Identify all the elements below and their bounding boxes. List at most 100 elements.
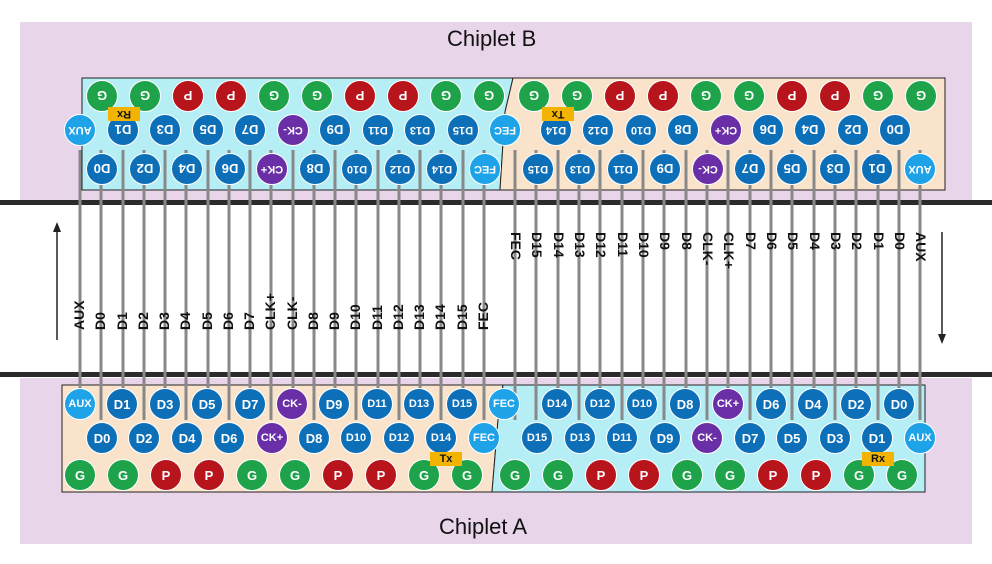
pin-d3: D3 [149,388,181,420]
pin-d0: D0 [879,114,911,146]
pin-d15: D15 [522,153,554,185]
wire-label-d8: D8 [679,232,695,250]
pin-aux: AUX [64,114,96,146]
pin-g: G [671,459,703,491]
up-arrow-head [53,222,61,232]
pin-d7: D7 [734,153,766,185]
pin-d12: D12 [384,153,416,185]
pin-d0: D0 [883,388,915,420]
wire-label-d11: D11 [369,305,385,330]
pin-d5: D5 [776,153,808,185]
wire-label-d15: D15 [454,304,470,330]
pin-g: G [733,80,765,112]
pin-d15: D15 [447,114,479,146]
pin-d0: D0 [86,153,118,185]
pin-g: G [905,80,937,112]
wire-label-d14: D14 [551,232,567,258]
wire-label-d7: D7 [743,232,759,250]
pin-p: P [604,80,636,112]
pin-d10: D10 [626,388,658,420]
pin-d4: D4 [171,422,203,454]
wire-label-d1: D1 [871,232,887,250]
pin-p: P [387,80,419,112]
pin-fec: FEC [469,153,501,185]
pin-d2: D2 [128,422,160,454]
pin-d12: D12 [582,114,614,146]
pin-p: P [757,459,789,491]
pin-d13: D13 [404,114,436,146]
pin-d11: D11 [606,422,638,454]
wire-label-d12: D12 [390,304,406,330]
pin-d2: D2 [840,388,872,420]
pin-d1: D1 [106,388,138,420]
wire-label-d10: D10 [636,232,652,258]
pin-g: G [430,80,462,112]
pin-ck-minus: CK- [692,153,724,185]
wire-label-d9: D9 [326,312,342,330]
pin-d12: D12 [584,388,616,420]
pin-d8: D8 [669,388,701,420]
wire-label-d0: D0 [92,312,108,330]
pin-g: G [473,80,505,112]
wire-label-d2: D2 [135,312,151,330]
pin-d2: D2 [837,114,869,146]
wire-label-d12: D12 [593,232,609,258]
wire-label-d5: D5 [785,232,801,250]
wire-label-d5: D5 [199,312,215,330]
pin-d5: D5 [192,114,224,146]
wire-label-d2: D2 [849,232,865,250]
pin-fec: FEC [468,422,500,454]
pin-d9: D9 [649,153,681,185]
pin-p: P [172,80,204,112]
pin-d1: D1 [861,153,893,185]
pin-d11: D11 [361,388,393,420]
pin-d6: D6 [755,388,787,420]
wire-label-d13: D13 [572,232,588,258]
wire-label-fec: FEC [508,232,524,260]
pin-aux: AUX [904,153,936,185]
pin-p: P [585,459,617,491]
wire-label-d8: D8 [305,312,321,330]
pin-ck-minus: CK- [276,388,308,420]
pin-d5: D5 [776,422,808,454]
wire-label-d11: D11 [615,232,631,257]
pin-p: P [628,459,660,491]
wire-label-clk-plus: CLK+ [721,232,737,269]
pin-d4: D4 [797,388,829,420]
pin-d1: D1 [861,422,893,454]
pin-d6: D6 [213,422,245,454]
pin-d10: D10 [625,114,657,146]
pin-g: G [301,80,333,112]
pin-d11: D11 [607,153,639,185]
pin-d10: D10 [341,153,373,185]
wire-label-clk-minus: CLK- [284,296,300,330]
pin-ck-plus: CK+ [256,422,288,454]
pin-p: P [193,459,225,491]
pin-p: P [322,459,354,491]
pin-d9: D9 [649,422,681,454]
wire-label-aux: AUX [913,232,929,262]
wire-label-d9: D9 [657,232,673,250]
pin-d5: D5 [191,388,223,420]
pin-d8: D8 [667,114,699,146]
wire-label-clk-plus: CLK+ [262,293,278,330]
wire-label-d4: D4 [177,312,193,330]
pin-d3: D3 [819,422,851,454]
pin-p: P [150,459,182,491]
pin-d11: D11 [362,114,394,146]
pin-d7: D7 [234,114,266,146]
top-divider [0,200,992,205]
pin-d3: D3 [819,153,851,185]
bottom-divider [0,372,992,377]
pin-ck-plus: CK+ [256,153,288,185]
wire-label-aux: AUX [71,300,87,330]
pin-g: G [499,459,531,491]
pin-d6: D6 [752,114,784,146]
pin-ck-minus: CK- [277,114,309,146]
pin-d13: D13 [403,388,435,420]
wire-label-d15: D15 [529,232,545,258]
wire-label-fec: FEC [475,302,491,330]
pin-d7: D7 [234,388,266,420]
pin-p: P [215,80,247,112]
